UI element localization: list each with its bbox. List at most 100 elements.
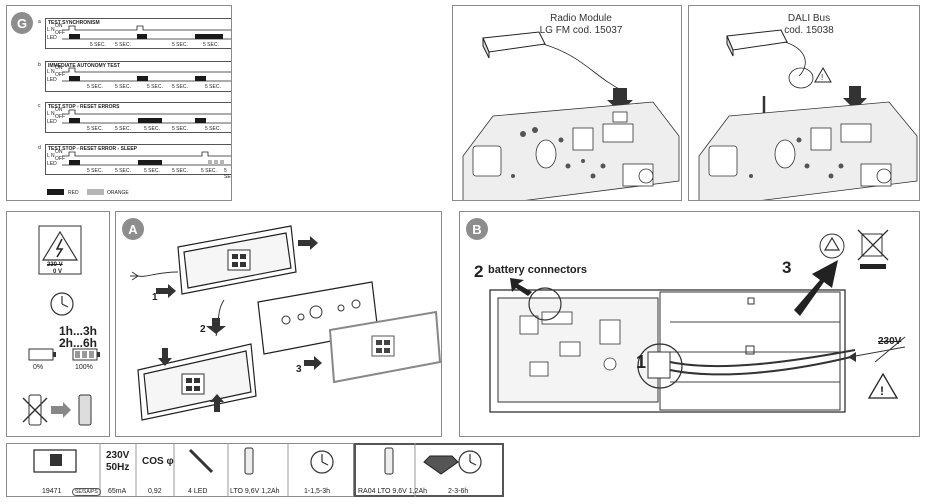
battery-step-2: 2 bbox=[474, 262, 484, 281]
legend-red: RED bbox=[68, 190, 79, 196]
sec-label: 5 SEC. bbox=[172, 84, 188, 90]
voltage-230: 230 V bbox=[47, 262, 63, 268]
sec-label: 5 SEC. bbox=[115, 126, 131, 132]
ln-label: L N bbox=[47, 153, 55, 159]
timing-row-c: TEST STOP - RESET ERRORS bbox=[45, 102, 231, 133]
on-label: ON bbox=[55, 107, 63, 113]
panel-symbols: 230 V 0 V 1h...3h 2h...6h 0% 100% bbox=[6, 211, 110, 437]
sec-label: 5 SEC. bbox=[205, 126, 221, 132]
sec-label: 5 SEC. bbox=[87, 84, 103, 90]
step-3-label: 3 bbox=[296, 364, 302, 375]
panel-b-battery: B ! bbox=[459, 211, 920, 437]
led-label: LED bbox=[47, 77, 57, 83]
timing-row-title: TEST STOP - RESET ERRORS bbox=[48, 104, 120, 110]
off-label: OFF bbox=[55, 72, 65, 78]
spec-230v: 230V bbox=[106, 450, 130, 461]
dali-bus-title: DALI Bus cod. 15038 bbox=[739, 13, 879, 37]
legend-orange: ORANGE bbox=[107, 190, 129, 196]
step-2-label: 2 bbox=[200, 324, 206, 335]
on-label: ON bbox=[55, 149, 63, 155]
on-label: ON bbox=[55, 23, 63, 29]
timing-row-title: TEST STOP - RESET ERROR - SLEEP bbox=[48, 146, 137, 152]
timing-row-a: TEST SYNCHRONISM bbox=[45, 18, 231, 49]
sec-label: 5 SEC. bbox=[203, 42, 219, 48]
panel-dali-bus: DALI Bus cod. 15038 ! bbox=[688, 5, 920, 201]
off-label: OFF bbox=[55, 114, 65, 120]
spec-cosphi: 0,92 bbox=[148, 488, 162, 495]
radio-module-title: Radio Module LG FM cod. 15037 bbox=[511, 13, 651, 37]
v230-crossed: 230V bbox=[878, 336, 902, 347]
spec-se-sa: SE/SA/PS bbox=[72, 488, 101, 496]
timing-row-title: IMMEDIATE AUTONOMY TEST bbox=[48, 63, 121, 69]
off-label: OFF bbox=[55, 156, 65, 162]
symbols-illustration bbox=[22, 225, 100, 426]
step-1-label: 1 bbox=[152, 292, 158, 303]
spec-code: 19471 bbox=[42, 488, 62, 495]
sec-label: 5 SEC. bbox=[87, 126, 103, 132]
sec-label: 5 SEC. bbox=[205, 84, 221, 90]
led-label: LED bbox=[47, 161, 57, 167]
dali-bus-illustration: ! bbox=[698, 29, 918, 200]
ln-label: L N bbox=[47, 111, 55, 117]
voltage-0: 0 V bbox=[53, 269, 63, 275]
dali-bus-line2: cod. 15038 bbox=[784, 25, 834, 36]
sec-label: 5 SEC. bbox=[144, 168, 160, 174]
spec-table-icons bbox=[33, 443, 482, 497]
spec-battery-1: LTO 9,6V 1,2Ah bbox=[230, 488, 280, 495]
panel-a-illustration bbox=[130, 225, 441, 421]
sec-label: 5 SEC. bbox=[172, 126, 188, 132]
panel-g-timing: G TEST SYNCHRONISM a IMMEDIATE AUTONOMY … bbox=[6, 5, 232, 201]
ln-label: L N bbox=[47, 69, 55, 75]
ln-label: L N bbox=[47, 27, 55, 33]
panel-g-letter: G bbox=[11, 12, 33, 34]
led-label: LED bbox=[47, 35, 57, 41]
svg-text:!: ! bbox=[880, 384, 884, 398]
on-label: ON bbox=[55, 65, 63, 71]
sec-label: 5 SEC. bbox=[144, 126, 160, 132]
timing-row-letter: d bbox=[38, 145, 41, 151]
sec-label: 5 SEC. bbox=[147, 84, 163, 90]
sec-label: 5 SEC. bbox=[201, 168, 217, 174]
spec-current: 65mA bbox=[108, 488, 127, 495]
spec-battery-2: RA04 LTO 9,6V 1,2Ah bbox=[358, 488, 428, 495]
timing-row-letter: c bbox=[38, 103, 41, 109]
led-label: LED bbox=[47, 119, 57, 125]
panel-a-assembly: A bbox=[115, 211, 442, 437]
spec-cos: COS φ bbox=[142, 456, 174, 467]
radio-module-illustration bbox=[462, 31, 680, 200]
sec-label: 5 SEC. bbox=[115, 84, 131, 90]
timing-row-letter: b bbox=[38, 62, 41, 68]
pct-100: 100% bbox=[75, 364, 93, 371]
sec-label: 5 SEC. bbox=[90, 42, 106, 48]
sec-label: 5 SEC. bbox=[87, 168, 103, 174]
step-1-big: 1 bbox=[636, 352, 647, 372]
sec-label: 5 SEC. bbox=[172, 42, 188, 48]
dali-bus-line1: DALI Bus bbox=[787, 13, 831, 24]
sec-label: 5 SEC. bbox=[172, 168, 188, 174]
timing-waveforms bbox=[47, 25, 231, 195]
time-range-1: 1h...3h bbox=[59, 324, 98, 338]
radio-module-line2: LG FM cod. 15037 bbox=[539, 25, 623, 36]
timing-row-b: IMMEDIATE AUTONOMY TEST bbox=[45, 61, 231, 92]
timing-row-letter: a bbox=[38, 19, 41, 25]
spec-autonomy-2: 2-3-6h bbox=[448, 488, 469, 495]
radio-module-line1: Radio Module bbox=[550, 13, 612, 24]
panel-b-illustration: ! bbox=[489, 229, 906, 413]
timing-row-d: TEST STOP - RESET ERROR - SLEEP bbox=[45, 144, 231, 175]
spec-50hz: 50Hz bbox=[106, 462, 130, 473]
step-3-big: 3 bbox=[782, 258, 792, 277]
off-label: OFF bbox=[55, 30, 65, 36]
sec-label: 5 SEC. bbox=[115, 42, 131, 48]
time-range-2: 2h...6h bbox=[59, 336, 98, 350]
spec-table-kit bbox=[354, 443, 504, 497]
panel-a-letter: A bbox=[122, 218, 144, 240]
spec-autonomy-1: 1-1,5-3h bbox=[304, 488, 331, 495]
panel-b-letter: B bbox=[466, 218, 488, 240]
timing-row-title: TEST SYNCHRONISM bbox=[48, 20, 100, 26]
svg-text:!: ! bbox=[821, 73, 823, 82]
pct-0: 0% bbox=[33, 364, 44, 371]
battery-connectors-label: battery connectors bbox=[488, 264, 588, 276]
panel-radio-module: Radio Module LG FM cod. 15037 bbox=[452, 5, 682, 201]
sec-label: 5 SEC. bbox=[115, 168, 131, 174]
sec-label: 5 SEC. bbox=[224, 168, 231, 180]
